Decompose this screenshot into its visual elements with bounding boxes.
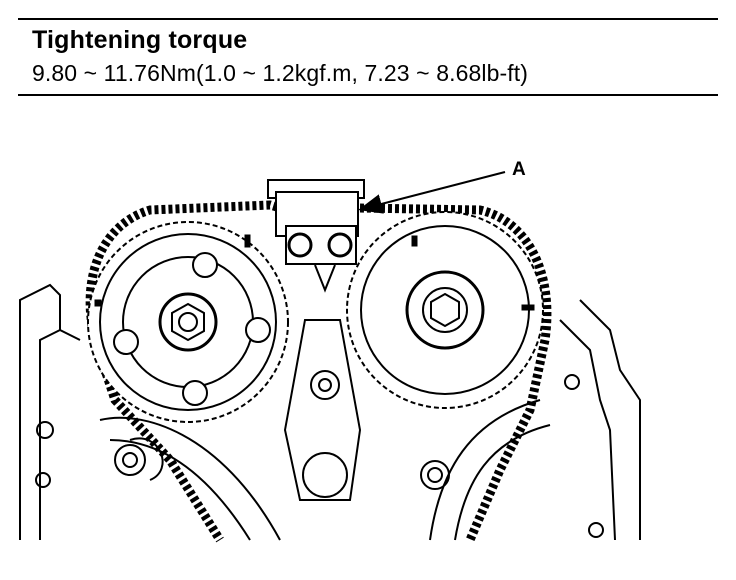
- callout-arrow: [358, 171, 506, 214]
- chain-guide: [114, 319, 450, 501]
- chain-tensioner: [267, 179, 365, 293]
- callout-label-a: A: [512, 159, 526, 180]
- torque-spec-header: Tightening torque 9.80 ~ 11.76Nm(1.0 ~ 1…: [18, 18, 718, 96]
- torque-value: 9.80 ~ 11.76Nm(1.0 ~ 1.2kgf.m, 7.23 ~ 8.…: [32, 60, 528, 86]
- spec-title: Tightening torque: [32, 26, 248, 54]
- right-cam-sprocket: [346, 211, 544, 409]
- engine-housing: [19, 283, 641, 541]
- left-cam-sprocket: [87, 221, 289, 423]
